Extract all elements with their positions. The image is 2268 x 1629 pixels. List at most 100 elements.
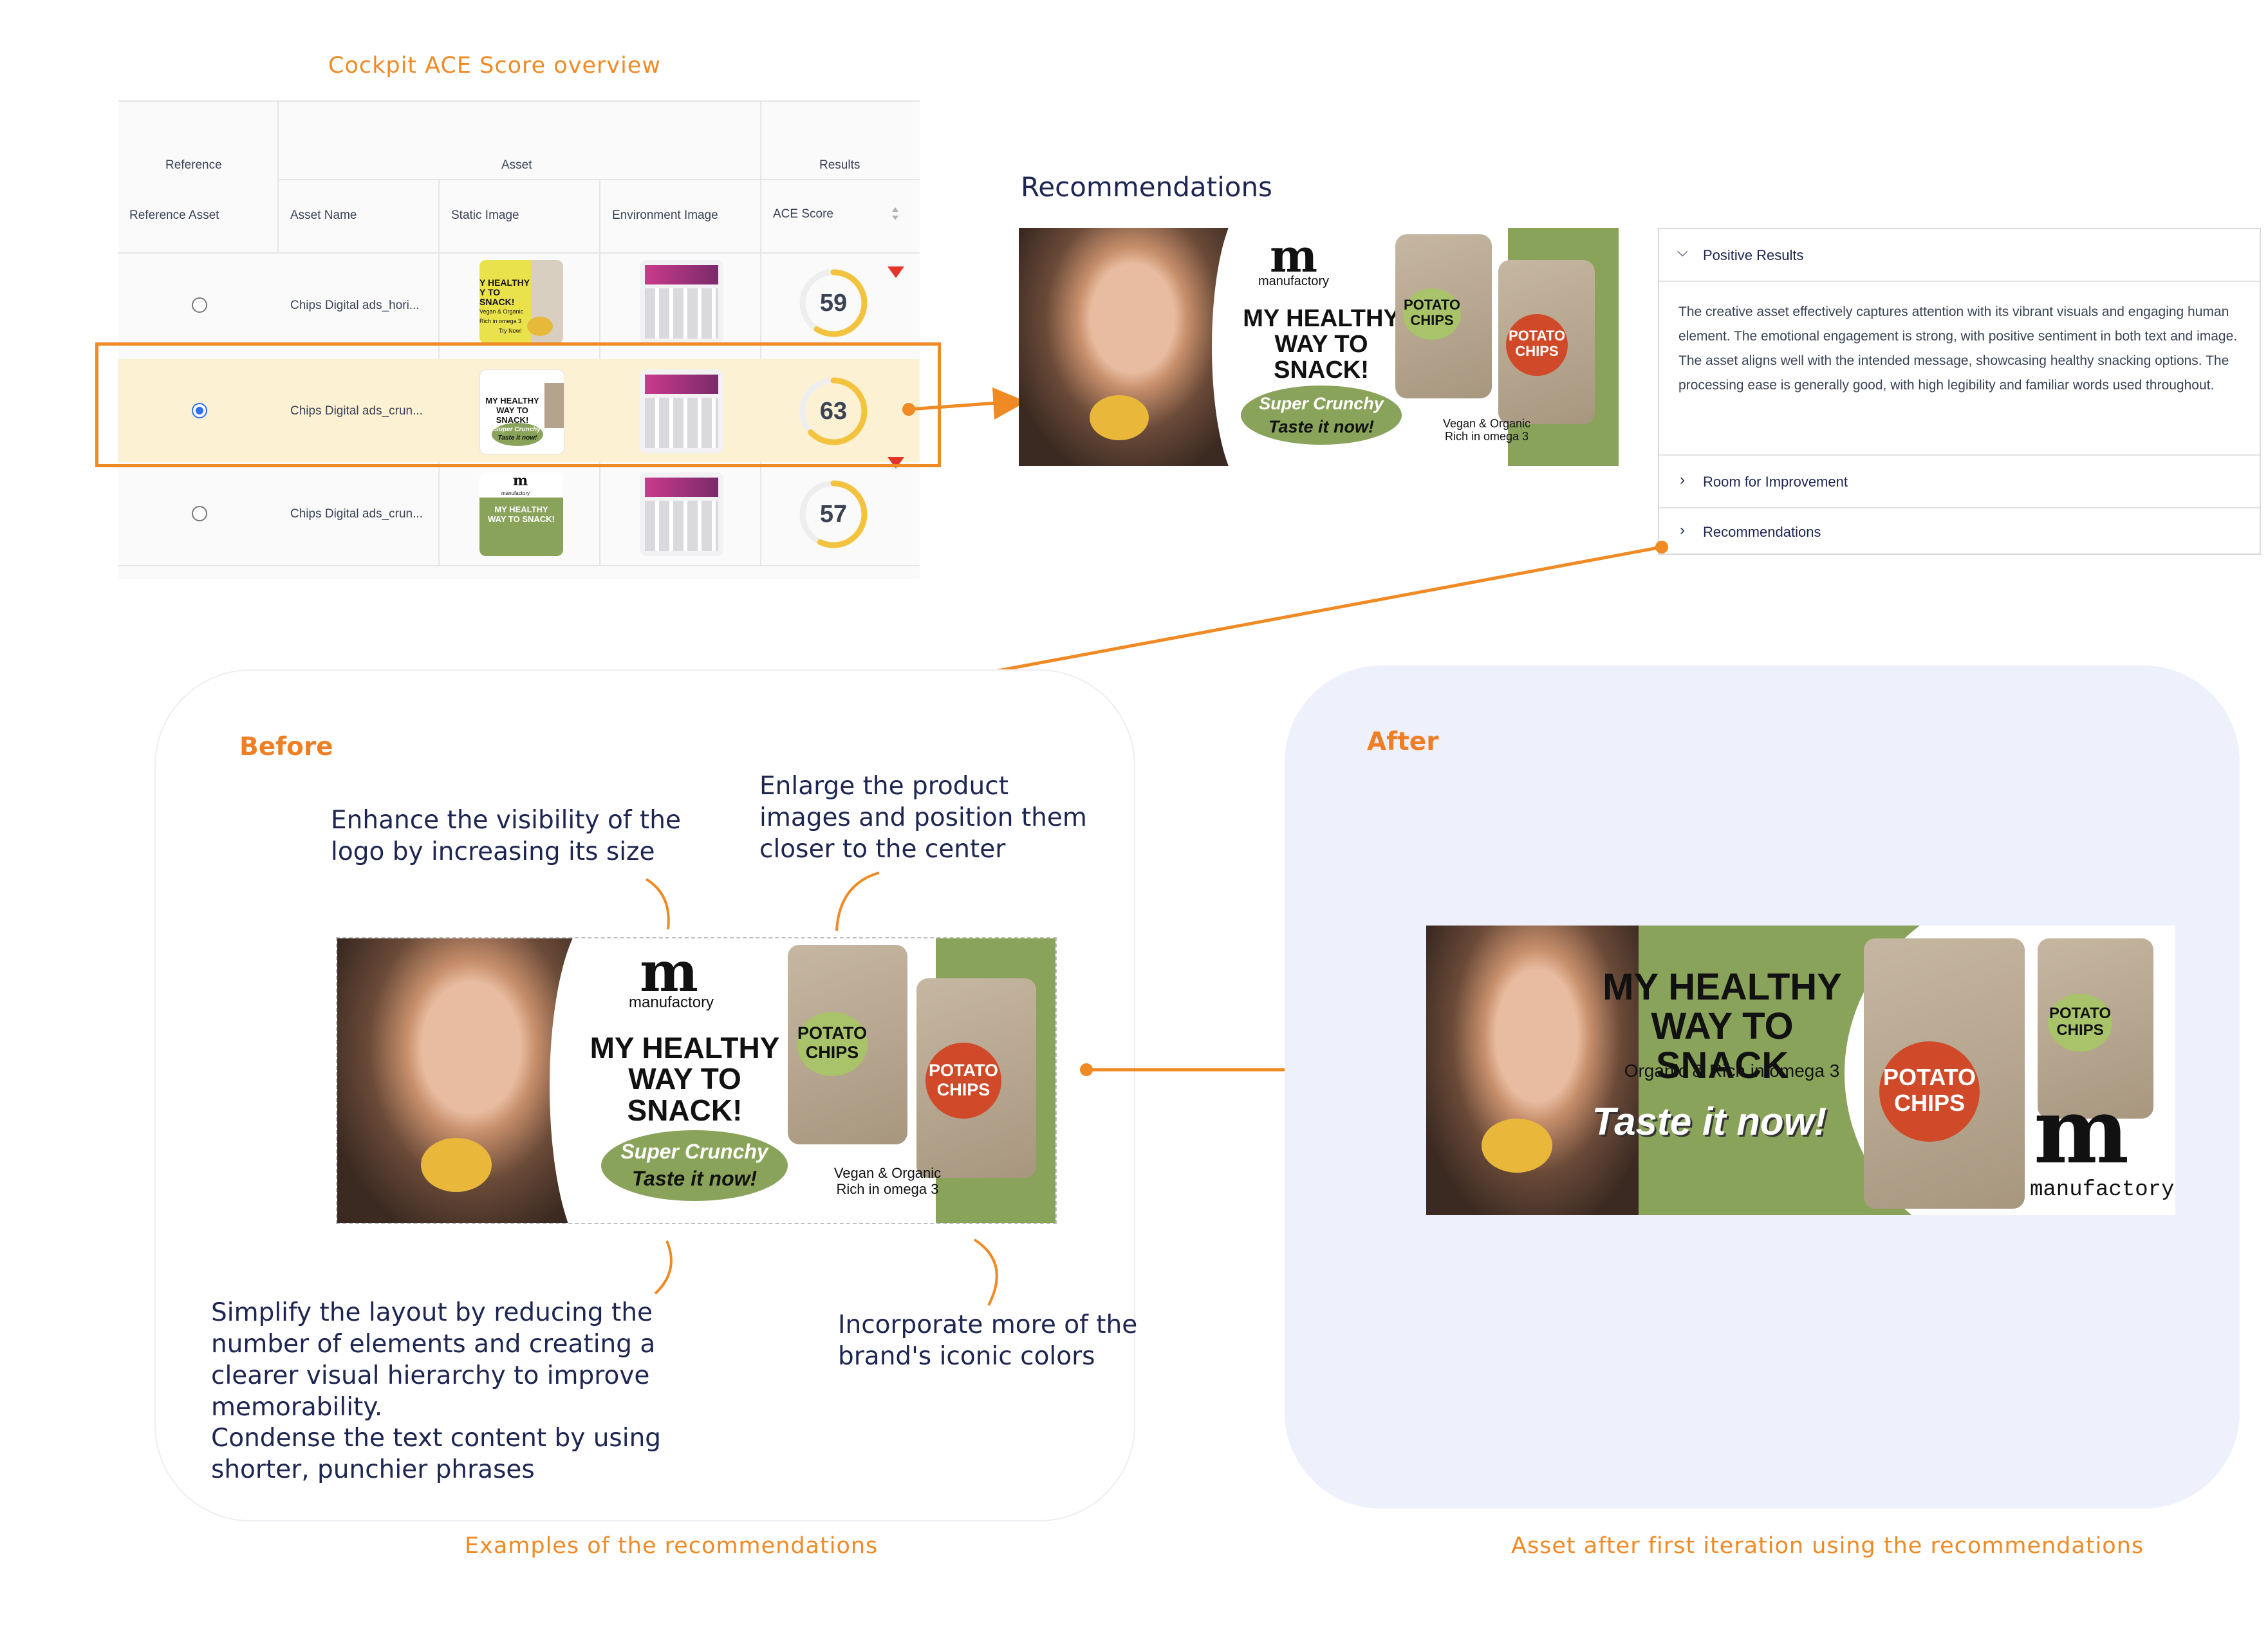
ad-logo: m bbox=[1270, 229, 1318, 283]
selection-highlight-frame bbox=[95, 342, 941, 467]
thumb-text: Try Now! bbox=[499, 328, 522, 334]
note-product-images: Enlarge the product images and position … bbox=[759, 772, 1087, 864]
sort-icon[interactable] bbox=[890, 205, 900, 223]
gauge-arc bbox=[799, 480, 868, 548]
thumb-text: Y TO SNACK! bbox=[479, 287, 515, 307]
ad-product-pack: POTATO CHIPS bbox=[1498, 260, 1595, 424]
accordion-positive-results[interactable]: ⌵ Positive Results bbox=[1659, 229, 2260, 282]
gauge-arc bbox=[799, 269, 868, 337]
thumb-text: manufactory bbox=[501, 490, 530, 496]
pack-label: CHIPS bbox=[2056, 1021, 2104, 1039]
annotation-curve bbox=[654, 1240, 673, 1295]
ad-tag-line: Vegan & Organic bbox=[1442, 417, 1531, 430]
group-header-reference: Reference bbox=[165, 158, 222, 172]
arrow-to-recommendations bbox=[902, 387, 1027, 420]
col-reference-asset[interactable]: Reference Asset bbox=[129, 209, 219, 222]
col-environment-image[interactable]: Environment Image bbox=[612, 209, 718, 222]
accordion-title: Positive Results bbox=[1703, 247, 1804, 263]
ad-brand-name: manufactory bbox=[2030, 1178, 2175, 1202]
pack-label: POTATO bbox=[929, 1061, 998, 1080]
ace-score-table: Reference Asset Results Reference Asset … bbox=[118, 100, 920, 579]
col-asset-name[interactable]: Asset Name bbox=[290, 209, 357, 222]
ad-badge-line: Taste it now! bbox=[631, 1167, 758, 1190]
caption-asset-after: Asset after first iteration using the re… bbox=[1511, 1533, 2144, 1559]
table-row[interactable]: Chips Digital ads_crun... m manufactory … bbox=[118, 457, 920, 565]
note-brand-colors: Incorporate more of the brand's iconic c… bbox=[838, 1310, 1138, 1371]
ad-chip bbox=[1090, 395, 1149, 440]
ad-tag-line: Vegan & Organic bbox=[833, 1165, 942, 1181]
ace-score-value: 63 bbox=[819, 398, 848, 425]
environment-image-thumbnail[interactable] bbox=[640, 369, 723, 453]
static-image-thumbnail[interactable]: MY HEALTHY WAY TO SNACK! Super Crunchy T… bbox=[479, 369, 564, 454]
ad-product-pack: POTATO CHIPS bbox=[2038, 938, 2153, 1119]
ad-headline-line: WAY TO SNACK bbox=[1651, 1005, 1794, 1086]
note-simplify-layout: Simplify the layout by reducing the numb… bbox=[211, 1298, 656, 1422]
ad-headline-line: MY HEALTHY bbox=[1603, 966, 1842, 1008]
ad-product-pack: POTATO CHIPS bbox=[1864, 938, 2025, 1209]
accordion-title: Recommendations bbox=[1703, 524, 1821, 540]
recommendation-ad-preview[interactable]: m manufactory MY HEALTHY WAY TO SNACK! S… bbox=[1019, 228, 1619, 466]
pack-label: CHIPS bbox=[805, 1043, 859, 1062]
col-ace-score[interactable]: ACE Score bbox=[773, 207, 833, 221]
pack-label: CHIPS bbox=[1515, 343, 1559, 359]
ace-score-gauge bbox=[799, 377, 868, 445]
table-row[interactable]: Chips Digital ads_hori... Y HEALTHY Y TO… bbox=[118, 254, 920, 357]
thumb-text: MY HEALTHY bbox=[485, 396, 539, 405]
ad-badge-line: Taste it now! bbox=[1268, 417, 1374, 436]
chevron-right-icon: › bbox=[1680, 471, 1685, 489]
static-image-thumbnail[interactable]: m manufactory MY HEALTHY WAY TO SNACK! bbox=[479, 472, 563, 556]
ad-cta: Taste it now! bbox=[1592, 1100, 1827, 1143]
positive-results-text: The creative asset effectively captures … bbox=[1678, 304, 2238, 393]
reference-radio-selected[interactable] bbox=[192, 403, 207, 418]
before-ad[interactable]: m manufactory MY HEALTHY WAY TO SNACK! S… bbox=[336, 937, 1057, 1224]
thumb-logo: m bbox=[513, 472, 528, 489]
thumb-text: Taste it now! bbox=[497, 434, 537, 442]
after-label: After bbox=[1367, 727, 1439, 756]
ace-score-value: 57 bbox=[819, 501, 848, 528]
after-ad[interactable]: MY HEALTHY WAY TO SNACK Organic & Rich i… bbox=[1426, 926, 2175, 1215]
ad-tagline: Vegan & Organic Rich in omega 3 bbox=[813, 1165, 962, 1197]
ad-headline: MY HEALTHY WAY TO SNACK! bbox=[1228, 306, 1415, 384]
table-row-selected[interactable]: Chips Digital ads_crun... MY HEALTHY WAY… bbox=[118, 359, 920, 462]
environment-image-thumbnail[interactable] bbox=[640, 260, 723, 344]
pack-label: CHIPS bbox=[1410, 312, 1454, 328]
ad-product-pack: POTATO CHIPS bbox=[916, 978, 1036, 1178]
before-label: Before bbox=[239, 732, 333, 761]
ad-product-pack: POTATO CHIPS bbox=[1395, 234, 1492, 398]
pack-label: POTATO bbox=[797, 1023, 867, 1043]
group-header-asset: Asset bbox=[501, 158, 532, 172]
pack-label: POTATO bbox=[2049, 1005, 2111, 1022]
recommendations-accordion: ⌵ Positive Results The creative asset ef… bbox=[1658, 228, 2261, 555]
static-image-thumbnail[interactable]: Y HEALTHY Y TO SNACK! Vegan & Organic Ri… bbox=[479, 260, 563, 344]
ad-headline-line: MY HEALTHY bbox=[1243, 305, 1400, 332]
pack-label: POTATO bbox=[1509, 328, 1565, 344]
pack-label: CHIPS bbox=[936, 1080, 990, 1099]
ad-brand-name: manufactory bbox=[629, 994, 714, 1011]
ad-headline-line: WAY TO SNACK! bbox=[1274, 330, 1369, 384]
reference-radio[interactable] bbox=[192, 506, 207, 521]
caption-examples: Examples of the recommendations bbox=[465, 1533, 878, 1559]
ad-logo: m bbox=[640, 940, 698, 1005]
environment-image-thumbnail[interactable] bbox=[640, 472, 723, 556]
asset-name: Chips Digital ads_hori... bbox=[290, 299, 420, 312]
chevron-down-icon: ⌵ bbox=[1677, 243, 1688, 259]
ad-subline: Organic & Rich in omega 3 bbox=[1624, 1061, 1840, 1081]
note-condense-text: Condense the text content by using short… bbox=[211, 1424, 662, 1484]
ad-badge: Super Crunchy Taste it now! bbox=[1241, 386, 1402, 445]
pack-label: POTATO bbox=[1404, 297, 1460, 313]
ace-score-gauge bbox=[799, 269, 868, 337]
ad-tag-line: Rich in omega 3 bbox=[1444, 430, 1529, 443]
reference-radio[interactable] bbox=[192, 297, 207, 313]
ad-badge: Super Crunchy Taste it now! bbox=[601, 1130, 788, 1201]
accordion-room-for-improvement[interactable]: › Room for Improvement bbox=[1659, 454, 2260, 508]
ad-tag-line: Rich in omega 3 bbox=[836, 1181, 939, 1197]
accordion-recommendations[interactable]: › Recommendations bbox=[1659, 507, 2260, 555]
pack-label: CHIPS bbox=[1893, 1090, 1966, 1116]
ad-tagline: Vegan & Organic Rich in omega 3 bbox=[1422, 417, 1551, 443]
col-static-image[interactable]: Static Image bbox=[451, 209, 519, 222]
ad-headline-line: MY HEALTHY bbox=[590, 1031, 780, 1065]
asset-name: Chips Digital ads_crun... bbox=[290, 507, 423, 521]
thumb-text: WAY TO SNACK! bbox=[488, 514, 555, 524]
chevron-right-icon: › bbox=[1680, 521, 1685, 539]
annotation-curve bbox=[835, 871, 880, 931]
